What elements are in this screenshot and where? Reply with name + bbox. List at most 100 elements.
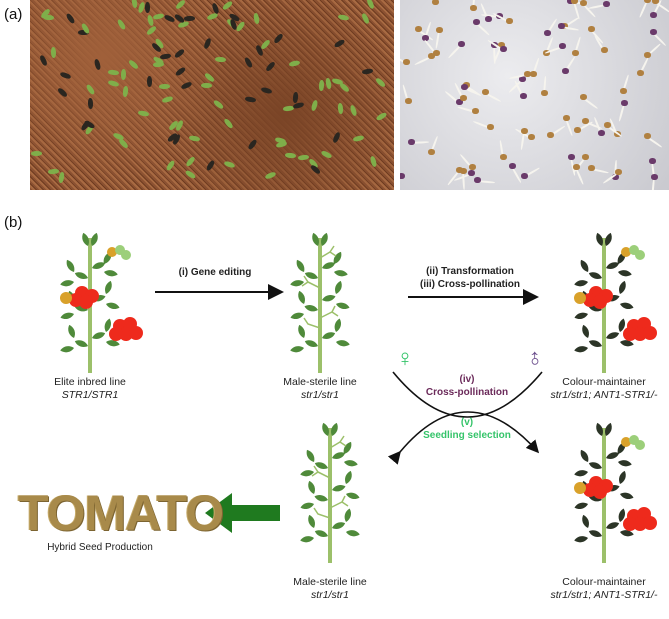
hybrid-production-arrow [205,493,280,533]
seed-head [524,70,532,77]
seed-head [572,50,580,57]
male-sterile-plant-top [290,193,351,373]
seed-head [497,41,505,48]
colour-maintainer-bottom-caption: Colour-maintainer str1/str1; ANT1-STR1/- [551,576,658,602]
seed-head [562,114,570,121]
seed-head [473,176,481,183]
seed-head [473,19,481,26]
elite-caption: Elite inbred line STR1/STR1 [54,376,126,402]
seed-head [529,71,537,78]
plant-genotype: str1/str1; ANT1-STR1/- [550,589,658,601]
seed-head [612,174,620,181]
seed-head [570,0,578,4]
seed-head [567,154,575,161]
tomato-seed-word: TOMATO [18,485,224,541]
seed-head [422,35,430,42]
seed-head [467,169,475,176]
step-v-label: Seedling selection [423,430,511,441]
seed-head [469,5,477,12]
male-sterile-bottom-caption: Male-sterile line str1/str1 [293,576,367,602]
seed-head [601,47,609,54]
plant-name: Male-sterile line [293,576,367,588]
plant-name: Colour-maintainer [562,376,646,388]
step-iii-label: (iii) Cross-pollination [420,279,520,290]
seed-head [456,167,464,174]
seed-head [561,68,569,75]
seed-head [521,173,529,180]
seeds-on-soil-photo [30,0,394,190]
seed-head [428,52,436,59]
plant-name: Elite inbred line [54,376,126,388]
seed-head [428,149,436,156]
panel-label-b: (b) [4,214,23,231]
seed-head [558,22,566,29]
seed-head [457,41,465,48]
seed-head [459,94,467,101]
colour-maintainer-plant-bottom [574,422,657,563]
step-ii-label: (ii) Transformation [426,266,514,277]
seed-head [433,50,441,57]
seed-head [643,0,651,4]
plant-name: Colour-maintainer [562,576,646,588]
seed-head [404,98,412,105]
male-sterile-top-caption: Male-sterile line str1/str1 [283,376,357,402]
seed-head [500,154,508,161]
plant-name: Male-sterile line [283,376,357,388]
step-v-number: (v) [460,417,474,428]
seed-head [544,29,552,36]
seed-head [573,127,581,134]
germinating-seedlings-photo [400,0,669,190]
seed-head [572,164,580,171]
seed-head [649,11,657,18]
female-symbol-icon: ♀ [396,345,414,372]
seed-head [643,51,651,58]
plant-genotype: str1/str1; ANT1-STR1/- [550,389,658,401]
seed-head [580,93,588,100]
step-i-label: (i) Gene editing [178,267,252,278]
plant-genotype: str1/str1 [311,589,349,601]
seed-head [520,127,528,134]
panel-label-a: (a) [4,6,23,23]
seed-head [500,45,508,52]
seed-head [486,123,494,130]
colour-maintainer-top-caption: Colour-maintainer str1/str1; ANT1-STR1/- [551,376,658,402]
seed-head [408,138,416,145]
plant-genotype: str1/str1 [301,389,339,401]
seed-head [644,133,652,140]
seed-head [581,118,589,125]
seed-head [519,93,527,100]
seed-head [461,83,469,90]
seed-head [431,0,439,6]
seed-head [602,1,610,8]
seedling-selection-arc [387,411,540,465]
seed-head [651,0,659,4]
step-iv-number: (iv) [459,374,475,385]
plant-genotype: STR1/STR1 [61,389,119,401]
seed-head [400,173,405,180]
hybrid-seed-caption: Hybrid Seed Production [47,542,153,553]
seed-head [587,25,595,32]
seed-head [619,87,627,94]
seed-head [615,168,623,175]
seed-head [587,164,595,171]
seed-head [518,76,526,83]
seed-head [459,167,467,174]
seed-head [651,174,659,181]
seed-head [567,0,575,5]
seed-head [621,99,629,106]
seed-head [482,88,490,95]
seed-head [485,15,493,22]
seed-head [597,129,605,136]
cross-pollination-arc [392,371,543,418]
seed-head [508,162,516,169]
seed-head [435,27,443,34]
seed-head [455,98,463,105]
seed-head [637,69,645,76]
seed-head [472,108,480,115]
seed-head [546,132,554,139]
seed-head [650,28,658,35]
seed-head [648,157,656,164]
seed-head [603,121,611,128]
step-iv-label: Cross-pollination [425,387,509,398]
